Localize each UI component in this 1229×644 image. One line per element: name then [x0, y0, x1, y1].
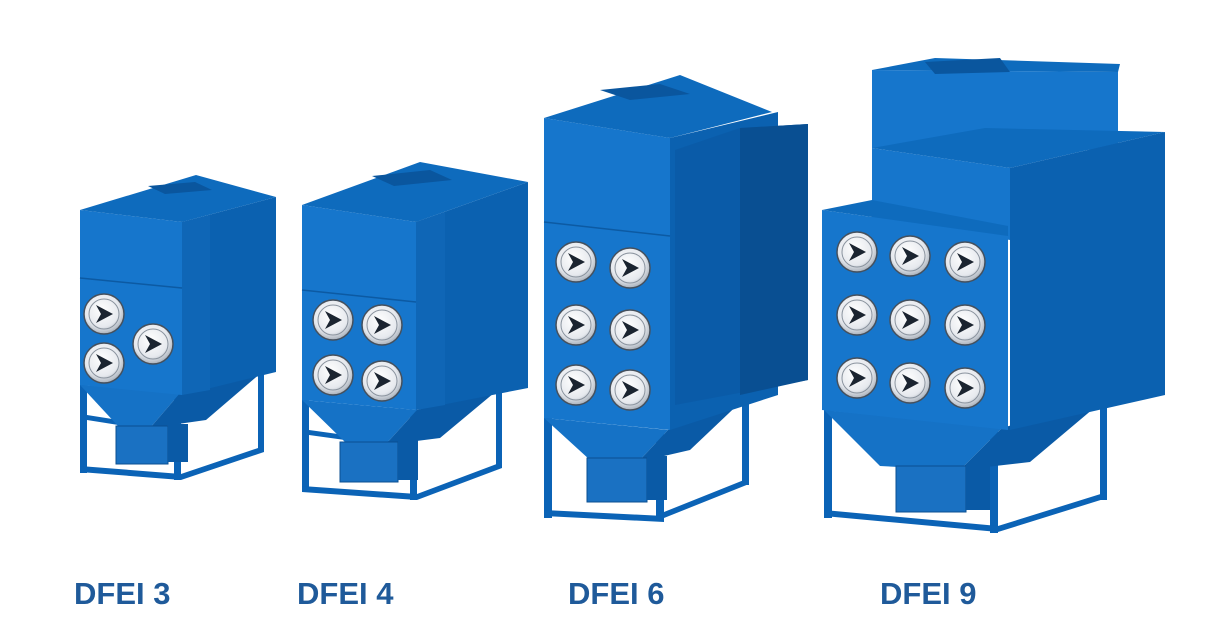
collector-dfei-9: [822, 58, 1165, 533]
model-label-dfei-4: DFEI 4: [297, 576, 394, 611]
collector-dfei-3: [79, 175, 276, 480]
model-label-dfei-3: DFEI 3: [74, 576, 171, 611]
collector-dfei-4: [301, 162, 528, 500]
model-label-dfei-6: DFEI 6: [568, 576, 665, 611]
model-label-dfei-9: DFEI 9: [880, 576, 977, 611]
collector-dfei-6: [543, 75, 808, 522]
